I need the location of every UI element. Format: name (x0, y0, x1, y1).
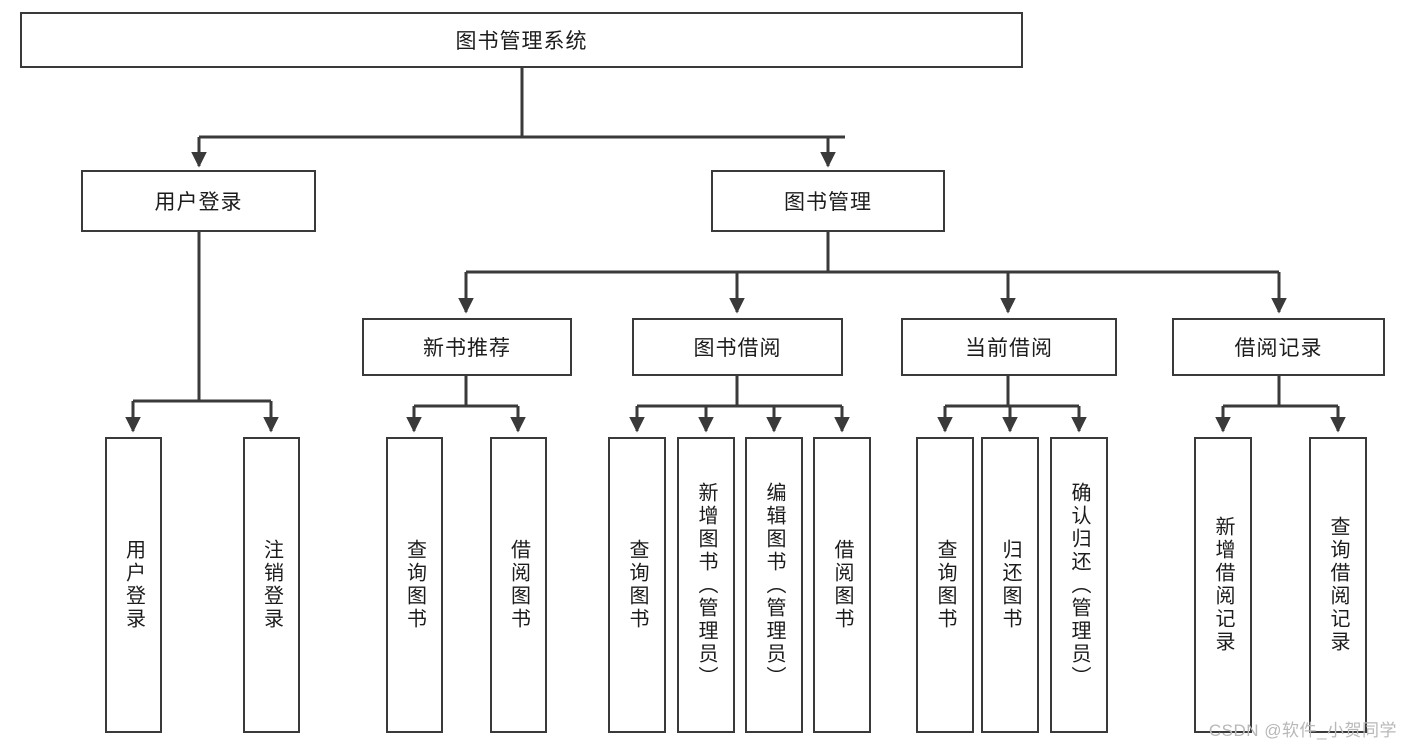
leaf-borrow-record-1-label: 新增借阅记录 (1212, 516, 1234, 654)
node-book-borrow-label: 图书借阅 (693, 337, 782, 360)
node-book-manage[interactable]: 图书管理 (711, 170, 945, 232)
leaf-book-borrow-4[interactable]: 借阅图书 (813, 437, 871, 733)
node-root[interactable]: 图书管理系统 (20, 12, 1023, 68)
leaf-borrow-record-2-label: 查询借阅记录 (1327, 516, 1349, 654)
node-current-borrow-label: 当前借阅 (965, 337, 1053, 360)
leaf-new-book-1-label: 查询图书 (403, 539, 426, 631)
leaf-current-borrow-3[interactable]: 确认归还（管理员） (1050, 437, 1108, 733)
node-book-manage-label: 图书管理 (784, 191, 872, 214)
leaf-book-borrow-2-label: 新增图书（管理员） (695, 481, 717, 689)
node-current-borrow[interactable]: 当前借阅 (901, 318, 1117, 376)
leaf-new-book-2-label: 借阅图书 (507, 539, 530, 631)
leaf-book-borrow-1-label: 查询图书 (626, 539, 648, 631)
leaf-user-login-2[interactable]: 注销登录 (243, 437, 300, 733)
node-user-login[interactable]: 用户登录 (81, 170, 316, 232)
node-new-book-recommend-label: 新书推荐 (423, 337, 511, 360)
leaf-user-login-2-label: 注销登录 (260, 539, 283, 631)
node-borrow-record-label: 借阅记录 (1234, 337, 1323, 360)
leaf-current-borrow-2-label: 归还图书 (999, 539, 1021, 631)
node-root-label: 图书管理系统 (455, 30, 588, 53)
leaf-current-borrow-1[interactable]: 查询图书 (916, 437, 974, 733)
leaf-user-login-1-label: 用户登录 (122, 539, 145, 631)
node-new-book-recommend[interactable]: 新书推荐 (362, 318, 572, 376)
node-borrow-record[interactable]: 借阅记录 (1172, 318, 1385, 376)
leaf-book-borrow-4-label: 借阅图书 (831, 539, 853, 631)
leaf-new-book-1[interactable]: 查询图书 (386, 437, 443, 733)
node-book-borrow[interactable]: 图书借阅 (632, 318, 843, 376)
leaf-new-book-2[interactable]: 借阅图书 (490, 437, 547, 733)
leaf-user-login-1[interactable]: 用户登录 (105, 437, 162, 733)
leaf-current-borrow-2[interactable]: 归还图书 (981, 437, 1039, 733)
leaf-book-borrow-3-label: 编辑图书（管理员） (763, 481, 785, 689)
leaf-current-borrow-3-label: 确认归还（管理员） (1068, 481, 1090, 689)
leaf-book-borrow-2[interactable]: 新增图书（管理员） (677, 437, 735, 733)
node-user-login-label: 用户登录 (154, 191, 243, 214)
leaf-current-borrow-1-label: 查询图书 (934, 539, 956, 631)
leaf-borrow-record-1[interactable]: 新增借阅记录 (1194, 437, 1252, 733)
leaf-book-borrow-3[interactable]: 编辑图书（管理员） (745, 437, 803, 733)
leaf-borrow-record-2[interactable]: 查询借阅记录 (1309, 437, 1367, 733)
leaf-book-borrow-1[interactable]: 查询图书 (608, 437, 666, 733)
